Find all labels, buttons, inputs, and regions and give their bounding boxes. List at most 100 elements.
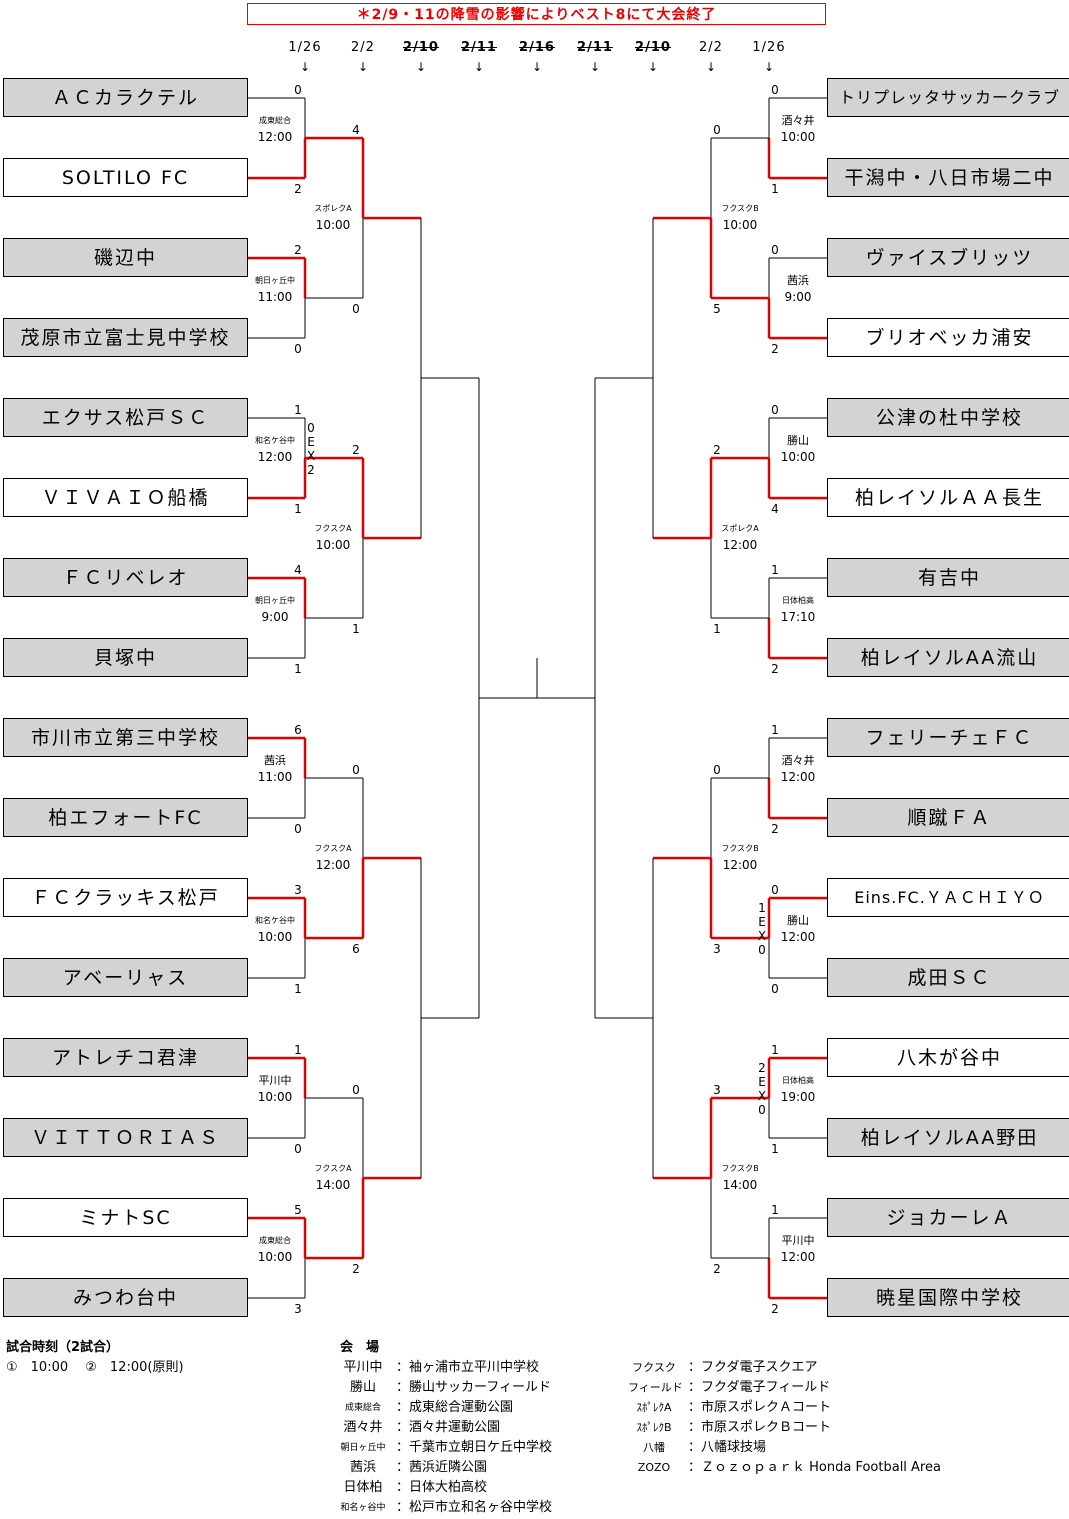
time-label: 10:00 [257, 1250, 293, 1264]
round-date-6: 2/10 [635, 40, 671, 55]
extra-result: 2 [307, 463, 315, 477]
team-right-6: 柏レイソルＡＡ長生 [827, 478, 1069, 517]
venue-label: フクスクB [721, 204, 759, 213]
round-date-1: 2/2 [351, 40, 375, 55]
score: 2 [294, 243, 302, 257]
score: 2 [771, 342, 779, 356]
score: 4 [294, 563, 302, 577]
venue-label: 日体柏高 [782, 1076, 814, 1085]
team-right-4: ブリオベッカ浦安 [827, 318, 1069, 357]
team-left-5: エクサス松戸ＳＣ [3, 398, 248, 437]
team-left-7: ＦＣリベレオ [3, 558, 248, 597]
team-right-12: 成田ＳＣ [827, 958, 1069, 997]
team-right-2: 干潟中・八日市場二中 [827, 158, 1069, 197]
team-right-10: 順蹴ＦＡ [827, 798, 1069, 837]
venue-label: スポレクA [721, 524, 759, 533]
time-label: 10:00 [315, 218, 351, 232]
time-label: 11:00 [257, 770, 293, 784]
score: 6 [352, 942, 360, 956]
venue-label: 酒々井 [781, 754, 815, 767]
score: 3 [294, 1302, 302, 1316]
venue-label: フクスクA [314, 1164, 352, 1173]
venue-label: スポレクA [314, 204, 352, 213]
round-date-0: 1/26 [288, 40, 322, 55]
venue-label: 和名ケ谷中 [255, 436, 295, 445]
venue-legend-key: 八幡 [643, 1441, 665, 1454]
score: 5 [713, 302, 721, 316]
extra-result: 0 [758, 1103, 766, 1117]
time-label: 12:00 [780, 1250, 816, 1264]
venue-legend-key: フクスク [632, 1361, 676, 1374]
time-label: 12:00 [257, 450, 293, 464]
venue-legend-value: ：日体大柏高校 [396, 1480, 488, 1495]
venue-legend-value: ：成東総合運動公園 [396, 1400, 514, 1415]
team-left-1: ＡＣカラクテル [3, 78, 248, 117]
score: 1 [771, 182, 779, 196]
venue-label: 平川中 [781, 1234, 815, 1247]
venue-label: 茜浜 [264, 754, 286, 767]
extra-result: X [306, 449, 316, 463]
team-left-13: アトレチコ君津 [3, 1038, 248, 1077]
team-left-10: 柏エフォートFC [3, 798, 248, 837]
time-label: 11:00 [257, 290, 293, 304]
team-left-9: 市川市立第三中学校 [3, 718, 248, 757]
down-arrow-icon: ↓ [589, 60, 601, 74]
score: 0 [352, 763, 360, 777]
venue-legend-key: フィールド [628, 1381, 683, 1394]
time-label: 12:00 [722, 538, 758, 552]
down-arrow-icon: ↓ [357, 60, 369, 74]
score: 3 [713, 942, 721, 956]
score: 0 [713, 763, 721, 777]
venue-legend-key: 勝山 [349, 1380, 376, 1395]
round-date-4: 2/16 [519, 40, 555, 55]
time-label: 10:00 [315, 538, 351, 552]
team-right-3: ヴァイスブリッツ [827, 238, 1069, 277]
time-label: 9:00 [261, 610, 289, 624]
venue-legend-value: ：松戸市立和名ヶ谷中学校 [396, 1500, 553, 1515]
score: 2 [771, 662, 779, 676]
venue-label: 勝山 [787, 434, 809, 447]
extra-result: E [758, 915, 766, 929]
score: 0 [294, 822, 302, 836]
time-label: 12:00 [315, 858, 351, 872]
venue-label: 和名ケ谷中 [255, 916, 295, 925]
venue-legend-key: ｽﾎﾟﾚｸA [636, 1401, 672, 1414]
team-left-16: みつわ台中 [3, 1278, 248, 1317]
score: 0 [771, 883, 779, 897]
time-label: 9:00 [784, 290, 812, 304]
venue-legend-key: 日体柏 [343, 1480, 383, 1495]
time-label: 10:00 [257, 1090, 293, 1104]
round-date-8: 1/26 [752, 40, 786, 55]
score: 0 [294, 83, 302, 97]
score: 2 [713, 443, 721, 457]
time-label: 14:00 [315, 1178, 351, 1192]
venue-label: フクスクA [314, 844, 352, 853]
team-right-13: 八木が谷中 [827, 1038, 1069, 1077]
venue-label: 茜浜 [787, 274, 809, 287]
venue-label: 朝日ヶ丘中 [255, 276, 295, 285]
match-time-line: ① 10:00 ② 12:00(原則) [6, 1360, 184, 1375]
score: 0 [294, 342, 302, 356]
score: 2 [352, 443, 360, 457]
score: 2 [713, 1262, 721, 1276]
extra-result: X [757, 1089, 767, 1103]
score: 3 [294, 883, 302, 897]
venue-label: 日体柏高 [782, 596, 814, 605]
time-label: 10:00 [780, 130, 816, 144]
team-right-7: 有吉中 [827, 558, 1069, 597]
venue-legend-value: ：フクダ電子フィールド [688, 1380, 831, 1395]
score: 6 [294, 723, 302, 737]
extra-result: 1 [758, 901, 766, 915]
notice-banner: ＊2/9・11の降雪の影響によりベスト8にて大会終了 [247, 3, 826, 25]
down-arrow-icon: ↓ [415, 60, 427, 74]
score: 0 [771, 243, 779, 257]
venue-legend-value: ：市原スポレクＢコート [688, 1420, 832, 1435]
extra-result: E [307, 435, 315, 449]
venue-legend-value: ：Ｚｏｚｏｐａｒｋ Honda Football Area [688, 1460, 941, 1475]
venue-legend-key: 和名ヶ谷中 [340, 1503, 386, 1513]
time-label: 10:00 [722, 218, 758, 232]
team-left-11: ＦＣクラッキス松戸 [3, 878, 248, 917]
score: 0 [771, 982, 779, 996]
time-label: 12:00 [257, 130, 293, 144]
venue-legend-value: ：千葉市立朝日ケ丘中学校 [396, 1440, 553, 1455]
